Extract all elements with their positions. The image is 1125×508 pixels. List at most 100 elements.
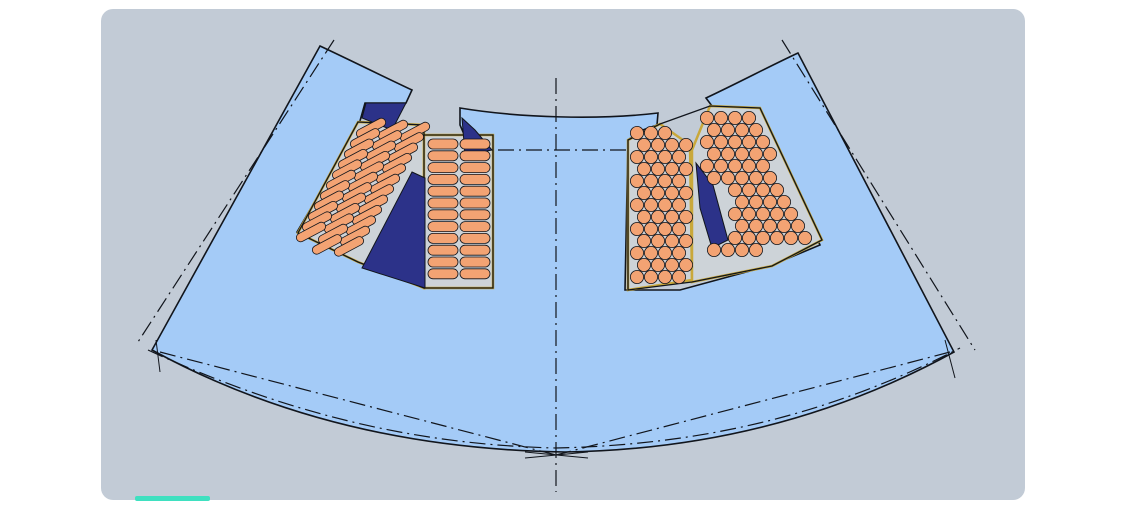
round-conductor [756, 230, 771, 245]
centerline-left-edge [135, 39, 335, 346]
left-wedge-middle [361, 171, 426, 289]
round-conductor [665, 233, 680, 248]
round-conductor [791, 218, 806, 233]
round-conductor [728, 111, 743, 126]
round-conductor [630, 221, 645, 236]
round-conductor [749, 218, 764, 233]
round-conductor [651, 137, 666, 152]
flat-conductor [427, 244, 459, 256]
round-conductor [756, 206, 771, 221]
round-conductor [735, 123, 750, 138]
centerline-right-chord [555, 351, 951, 456]
flat-conductor [459, 138, 491, 150]
round-conductor [658, 126, 673, 141]
round-conductor [637, 185, 652, 200]
flat-conductor [459, 221, 491, 233]
round-conductor [728, 134, 743, 149]
round-conductor [742, 206, 757, 221]
round-conductor [651, 161, 666, 176]
round-conductor [728, 158, 743, 173]
round-conductor [714, 111, 729, 126]
round-conductor [714, 158, 729, 173]
flat-conductor [427, 256, 459, 268]
flat-conductor [333, 236, 365, 257]
round-conductor [721, 123, 736, 138]
round-conductor [644, 269, 659, 284]
flat-conductor [427, 185, 459, 197]
round-conductor [770, 230, 785, 245]
round-conductor [644, 245, 659, 260]
round-conductor [707, 146, 722, 161]
round-conductor [651, 209, 666, 224]
round-conductor [665, 161, 680, 176]
round-conductor [728, 182, 743, 197]
round-conductor [777, 194, 792, 209]
round-conductor [644, 221, 659, 236]
flat-conductor [427, 197, 459, 209]
round-conductor [728, 230, 743, 245]
round-conductor [665, 137, 680, 152]
round-conductor [637, 233, 652, 248]
round-conductor [742, 230, 757, 245]
round-conductor [721, 242, 736, 257]
flat-conductor [427, 232, 459, 244]
round-conductor [665, 209, 680, 224]
flat-conductor [459, 268, 491, 280]
round-conductor [742, 158, 757, 173]
flat-conductor [311, 234, 343, 255]
round-conductor [630, 173, 645, 188]
flat-conductor [427, 268, 459, 280]
flat-conductor [459, 256, 491, 268]
round-conductor [672, 221, 687, 236]
round-conductor [763, 146, 778, 161]
round-conductor [714, 134, 729, 149]
centerline-right-edge [781, 39, 976, 351]
slot-right-round-conductors [626, 104, 824, 292]
round-conductor [644, 197, 659, 212]
round-conductor [672, 269, 687, 284]
flat-conductor [459, 173, 491, 185]
flat-conductor [459, 209, 491, 221]
flat-conductor [459, 185, 491, 197]
flat-conductor [427, 150, 459, 162]
round-conductor [707, 242, 722, 257]
round-conductor [728, 206, 743, 221]
round-conductor [630, 245, 645, 260]
round-conductor [770, 182, 785, 197]
round-conductor [672, 245, 687, 260]
round-conductor [679, 137, 694, 152]
round-conductor [658, 149, 673, 164]
round-conductor [644, 126, 659, 141]
round-conductor [665, 257, 680, 272]
round-conductor [742, 111, 757, 126]
centerlines [135, 39, 976, 492]
round-conductor [658, 173, 673, 188]
round-conductor [700, 158, 715, 173]
round-conductor [756, 158, 771, 173]
flat-conductor [427, 209, 459, 221]
round-conductor [630, 149, 645, 164]
stator-segment [150, 44, 956, 453]
round-conductor [679, 161, 694, 176]
round-conductor [749, 194, 764, 209]
round-conductor [672, 197, 687, 212]
round-conductor [637, 137, 652, 152]
round-conductor [721, 146, 736, 161]
flat-conductor [427, 138, 459, 150]
round-conductor [742, 182, 757, 197]
round-conductor [672, 173, 687, 188]
right-slot-outline [627, 105, 823, 291]
round-conductor [665, 185, 680, 200]
round-conductor [679, 185, 694, 200]
round-conductor [770, 206, 785, 221]
round-conductor [707, 123, 722, 138]
cross-tick-2 [524, 451, 589, 459]
round-conductor [679, 257, 694, 272]
flat-conductor [427, 173, 459, 185]
round-conductor [651, 233, 666, 248]
flat-conductor [295, 221, 327, 243]
flat-conductor [459, 150, 491, 162]
round-conductor [672, 149, 687, 164]
round-conductor [756, 134, 771, 149]
round-conductor [777, 218, 792, 233]
